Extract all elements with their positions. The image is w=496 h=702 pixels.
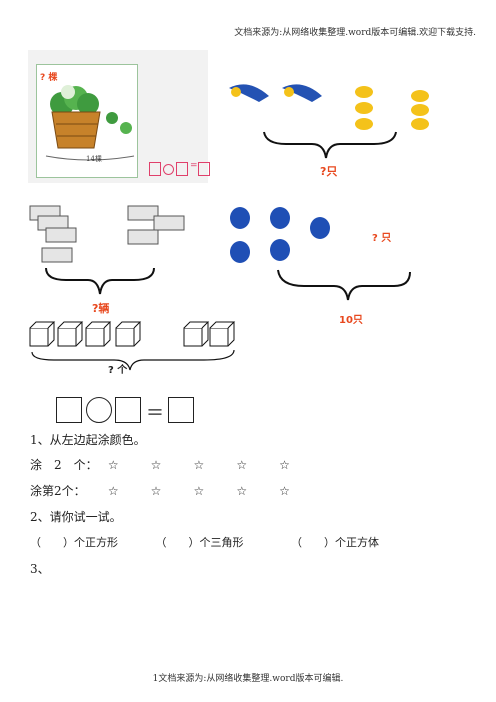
birds-illustration	[229, 84, 429, 159]
cabbage-figure: ? 棵 14棵 =	[28, 50, 210, 183]
question-2-title: 2、请你试一试。	[30, 510, 122, 524]
cubes-illustration	[29, 321, 236, 371]
cubes-question-label: ? 个	[108, 365, 128, 376]
equation-box	[176, 162, 188, 176]
cabbage-basket-illustration	[45, 85, 135, 161]
equals-sign: ＝	[146, 403, 164, 424]
birds-question-label: ?只	[320, 165, 338, 178]
equals-sign: =	[190, 161, 198, 171]
equation-box	[168, 397, 194, 423]
q1-row-2: 涂第2个： ☆ ☆ ☆ ☆ ☆	[30, 482, 318, 499]
question-1-title: 1、从左边起涂颜色。	[30, 433, 146, 447]
q1-row-2-label: 涂第2个：	[30, 484, 86, 498]
square-count-blank[interactable]: （ ）个正方形	[30, 536, 118, 549]
star-icon[interactable]: ☆	[150, 484, 162, 498]
q1-row-1: 涂 2 个： ☆ ☆ ☆ ☆ ☆	[30, 456, 318, 473]
balloons-total-label: 10只	[339, 315, 363, 326]
cube-count-blank[interactable]: （ ）个正方体	[291, 536, 379, 549]
ambulances-illustration	[29, 205, 185, 295]
triangle-count-blank[interactable]: （ ）个三角形	[155, 536, 244, 549]
ambulances-question-label: ?辆	[92, 302, 110, 315]
star-icon[interactable]: ☆	[193, 484, 205, 498]
equation-box	[198, 162, 210, 176]
cabbage-question-label: ? 棵	[40, 73, 58, 83]
question-3-title: 3、	[30, 562, 50, 576]
operator-circle	[163, 164, 174, 175]
star-icon[interactable]: ☆	[150, 458, 162, 472]
q1-row-1-label: 涂 2 个：	[30, 458, 98, 472]
balloons-illustration	[230, 207, 411, 301]
star-icon[interactable]: ☆	[107, 484, 119, 498]
cabbage-total-label: 14棵	[86, 155, 102, 163]
operator-circle	[86, 397, 112, 423]
q2-items: （ ）个正方形 （ ）个三角形 （ ）个正方体	[30, 534, 379, 550]
equation-box	[115, 397, 141, 423]
star-icon[interactable]: ☆	[107, 458, 119, 472]
star-icon[interactable]: ☆	[236, 458, 248, 472]
equation-box	[149, 162, 161, 176]
page-header: 文档来源为:从网络收集整理.word版本可编辑.欢迎下载支持.	[234, 28, 476, 38]
star-icon[interactable]: ☆	[193, 458, 205, 472]
star-icon[interactable]: ☆	[279, 458, 290, 472]
balloons-question-label: ? 只	[372, 233, 392, 244]
star-icon[interactable]: ☆	[236, 484, 248, 498]
page-footer: 1文档来源为:从网络收集整理.word版本可编辑.	[152, 674, 344, 684]
star-icon[interactable]: ☆	[279, 484, 290, 498]
equation-box	[56, 397, 82, 423]
